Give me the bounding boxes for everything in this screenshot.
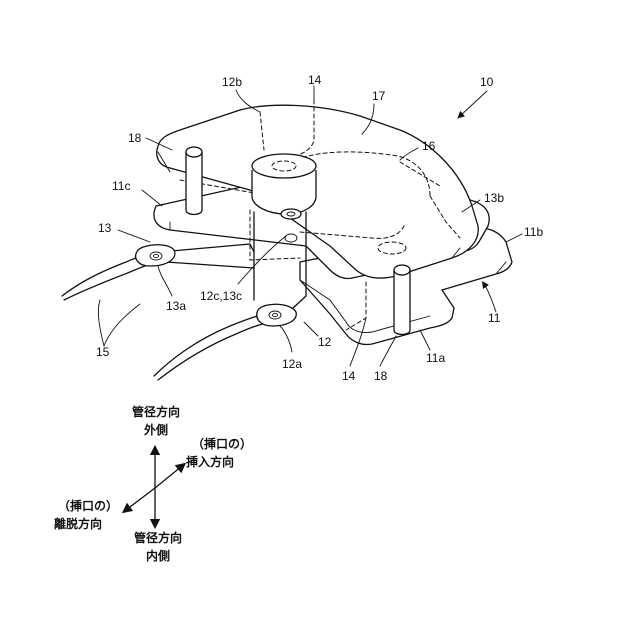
label-11a: 11a xyxy=(426,351,445,365)
terminal-12a xyxy=(257,304,296,326)
arrow-upright-icon xyxy=(155,466,182,488)
arrow-downleft-icon xyxy=(126,488,155,510)
dir-left-line1: （挿口の） xyxy=(58,498,118,513)
label-14-bottom: 14 xyxy=(342,369,356,383)
label-14-top: 14 xyxy=(308,73,322,87)
label-18-bottom: 18 xyxy=(374,369,388,383)
dir-up-line1: 管径方向 xyxy=(132,404,180,419)
direction-indicator: 管径方向 外側 （挿口の） 挿入方向 （挿口の） 離脱方向 管径方向 内側 xyxy=(54,404,252,563)
label-12a: 12a xyxy=(282,357,302,371)
label-17: 17 xyxy=(372,89,386,103)
dir-up-line2: 外側 xyxy=(144,422,168,437)
label-15: 15 xyxy=(96,345,110,359)
dir-right-line2: 挿入方向 xyxy=(186,454,234,469)
label-11b: 11b xyxy=(524,225,543,239)
label-13b: 13b xyxy=(484,191,504,205)
label-10: 10 xyxy=(480,75,494,89)
label-11: 11 xyxy=(488,311,501,325)
dir-down-line1: 管径方向 xyxy=(134,530,182,545)
label-12c-13c: 12c,13c xyxy=(200,289,242,303)
dir-down-line2: 内側 xyxy=(146,548,170,563)
pin-18-right xyxy=(394,265,410,335)
label-18-top: 18 xyxy=(128,131,142,145)
pin-18-left xyxy=(186,147,202,215)
dir-right-line1: （挿口の） xyxy=(192,436,252,451)
dir-left-line2: 離脱方向 xyxy=(54,516,102,531)
label-13a: 13a xyxy=(166,299,186,313)
label-13: 13 xyxy=(98,221,112,235)
label-12b: 12b xyxy=(222,75,242,89)
label-12: 12 xyxy=(318,335,332,349)
label-11c: 11c xyxy=(112,179,130,193)
label-16: 16 xyxy=(422,139,436,153)
